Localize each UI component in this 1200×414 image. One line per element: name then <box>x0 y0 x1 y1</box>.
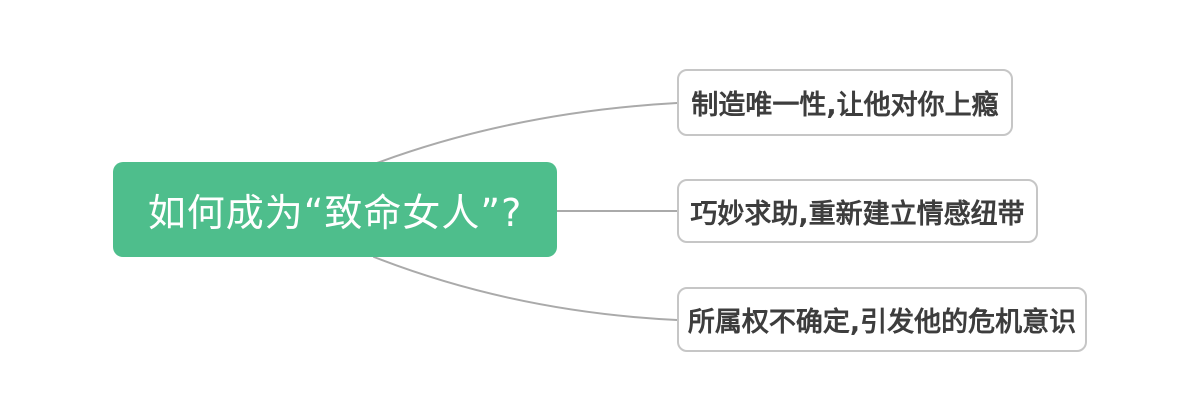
root-topic-node[interactable]: 如何成为“致命女人”? <box>113 162 557 257</box>
branch-node-2[interactable]: 巧妙求助,重新建立情感纽带 <box>677 179 1038 243</box>
branch-node-1[interactable]: 制造唯一性,让他对你上瘾 <box>677 69 1013 136</box>
branch-label-3: 所属权不确定,引发他的危机意识 <box>687 307 1077 338</box>
root-topic-label: 如何成为“致命女人”? <box>147 191 523 235</box>
branch-label-1: 制造唯一性,让他对你上瘾 <box>691 90 999 121</box>
connector-root-to-branch-1 <box>376 102 678 164</box>
branch-label-2: 巧妙求助,重新建立情感纽带 <box>690 198 1025 230</box>
connector-root-to-branch-3 <box>373 256 678 321</box>
branch-node-3[interactable]: 所属权不确定,引发他的危机意识 <box>677 287 1087 352</box>
